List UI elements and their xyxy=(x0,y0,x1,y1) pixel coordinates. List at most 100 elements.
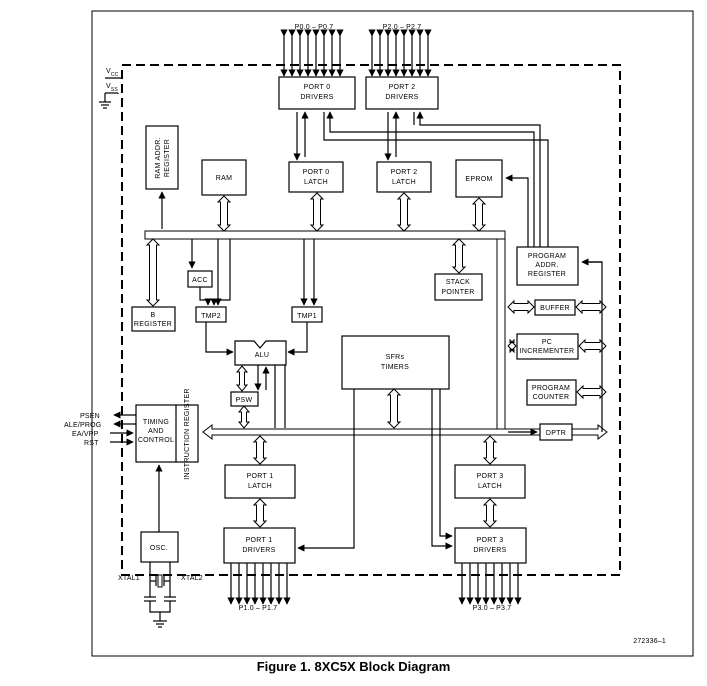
svg-text:PORT 2: PORT 2 xyxy=(389,84,416,91)
svg-text:TMP2: TMP2 xyxy=(201,313,221,320)
figure-frame xyxy=(91,10,694,657)
sfr-bus-arrow xyxy=(386,388,402,429)
vcc-label: VCC xyxy=(106,68,119,78)
svg-text:EPROM: EPROM xyxy=(465,176,492,183)
port1-pin-label: P1.0 – P1.7 xyxy=(239,605,278,612)
ground-icon xyxy=(99,101,111,109)
b-register-bus-arrow xyxy=(145,238,161,307)
svg-text:DRIVERS: DRIVERS xyxy=(385,94,418,101)
pc-incrementer xyxy=(516,333,579,360)
svg-text:PORT 0: PORT 0 xyxy=(303,169,330,176)
svg-text:DPTR: DPTR xyxy=(546,430,566,437)
figure-number: 272336–1 xyxy=(633,638,666,645)
svg-text:PC: PC xyxy=(542,339,552,346)
svg-text:ALU: ALU xyxy=(255,352,270,359)
main-bus xyxy=(202,423,608,441)
svg-text:REGISTER: REGISTER xyxy=(528,271,566,278)
timing-and-control xyxy=(135,404,199,463)
psw-bus-arrow xyxy=(237,405,251,429)
svg-text:REGISTER: REGISTER xyxy=(134,321,172,328)
svg-text:OSC.: OSC. xyxy=(150,545,168,552)
port1-latch-drivers-arrow xyxy=(252,498,268,528)
port3-drivers xyxy=(454,527,527,564)
vss-label: VSS xyxy=(106,83,118,93)
rst-label: RST xyxy=(84,440,99,447)
sfrs-timers xyxy=(341,335,450,390)
svg-text:DRIVERS: DRIVERS xyxy=(473,547,506,554)
port1-pins xyxy=(227,557,291,605)
port2-latch-bus-arrow xyxy=(396,192,412,232)
svg-text:AND: AND xyxy=(148,428,164,435)
pc-inc-arrow-right xyxy=(578,338,607,354)
ram-block xyxy=(201,159,247,196)
eprom-bus-arrow xyxy=(471,197,487,232)
tmp2-block xyxy=(195,306,227,323)
psen-label: PSEN xyxy=(80,413,100,420)
port2-drivers xyxy=(365,76,439,110)
svg-text:DRIVERS: DRIVERS xyxy=(300,94,333,101)
svg-text:B: B xyxy=(151,312,156,319)
svg-text:ADDR.: ADDR. xyxy=(535,262,558,269)
svg-text:PROGRAM: PROGRAM xyxy=(528,253,566,260)
svg-text:INCREMENTER: INCREMENTER xyxy=(520,348,575,355)
ale-prog-label: ALE/PROG xyxy=(64,422,101,429)
svg-text:LATCH: LATCH xyxy=(248,483,272,490)
internal-data-bus-vertical xyxy=(496,238,506,430)
svg-text:POINTER: POINTER xyxy=(441,289,474,296)
port0-drivers xyxy=(278,76,356,110)
eprom-block xyxy=(455,159,503,198)
svg-text:PORT 1: PORT 1 xyxy=(247,473,274,480)
control-pins xyxy=(110,411,136,446)
svg-text:PORT 0: PORT 0 xyxy=(304,84,331,91)
svg-text:SFRs: SFRs xyxy=(386,354,405,361)
svg-text:DRIVERS: DRIVERS xyxy=(242,547,275,554)
svg-text:ACC: ACC xyxy=(192,277,208,284)
svg-text:PORT 3: PORT 3 xyxy=(477,473,504,480)
port0-pins xyxy=(280,29,344,77)
buffer-block xyxy=(534,299,576,316)
pc-inc-arrow-left xyxy=(507,338,517,354)
program-counter-arrow xyxy=(576,384,607,400)
xtal2-label: XTAL2 xyxy=(181,575,203,582)
svg-text:RAM: RAM xyxy=(216,175,232,182)
instruction-register-label: INSTRUCTION REGISTER xyxy=(184,388,191,480)
port3-latch xyxy=(454,464,526,499)
psw-block xyxy=(230,391,259,407)
svg-text:PROGRAM: PROGRAM xyxy=(532,385,570,392)
capacitor-icon xyxy=(144,596,176,602)
svg-text:STACK: STACK xyxy=(446,279,470,286)
svg-text:PORT 3: PORT 3 xyxy=(477,537,504,544)
port3-pin-label: P3.0 – P3.7 xyxy=(473,605,512,612)
svg-text:LATCH: LATCH xyxy=(392,179,416,186)
program-counter xyxy=(526,379,577,406)
port1-latch xyxy=(224,464,296,499)
port1-bus-arrow xyxy=(252,435,268,465)
svg-text:RAM ADDR.: RAM ADDR. xyxy=(155,137,162,179)
svg-text:BUFFER: BUFFER xyxy=(540,305,570,312)
ram-bus-arrow xyxy=(216,195,232,232)
crystal-icon xyxy=(155,574,165,588)
buffer-arrow-left xyxy=(507,299,535,315)
port0-latch-bus-arrow xyxy=(309,192,325,232)
ea-vpp-label: EA/VPP xyxy=(72,431,99,438)
bus-connections xyxy=(145,192,607,528)
port0-pin-label: P0.0 – P0.7 xyxy=(295,24,334,31)
stack-pointer xyxy=(434,273,483,301)
ram-addr-register xyxy=(145,125,179,190)
port3-pins xyxy=(458,557,522,605)
program-addr-register xyxy=(516,246,579,286)
port2-latch xyxy=(376,161,432,193)
dptr-block xyxy=(539,423,573,441)
alu-block xyxy=(234,340,287,366)
svg-text:COUNTER: COUNTER xyxy=(533,394,570,401)
block-diagram: P0.0 – P0.7 P2.0 – P2.7 P1.0 – P1.7 P3.0… xyxy=(64,10,694,657)
svg-text:TIMING: TIMING xyxy=(143,419,169,426)
port3-latch-drivers-arrow xyxy=(482,498,498,528)
alu-psw-arrow xyxy=(235,365,249,392)
svg-text:PSW: PSW xyxy=(236,397,253,404)
xtal1-label: XTAL1 xyxy=(118,575,140,582)
internal-data-bus xyxy=(144,230,506,240)
svg-text:CONTROL: CONTROL xyxy=(138,437,174,444)
svg-text:TIMERS: TIMERS xyxy=(381,364,409,371)
buffer-arrow-right xyxy=(575,299,607,315)
